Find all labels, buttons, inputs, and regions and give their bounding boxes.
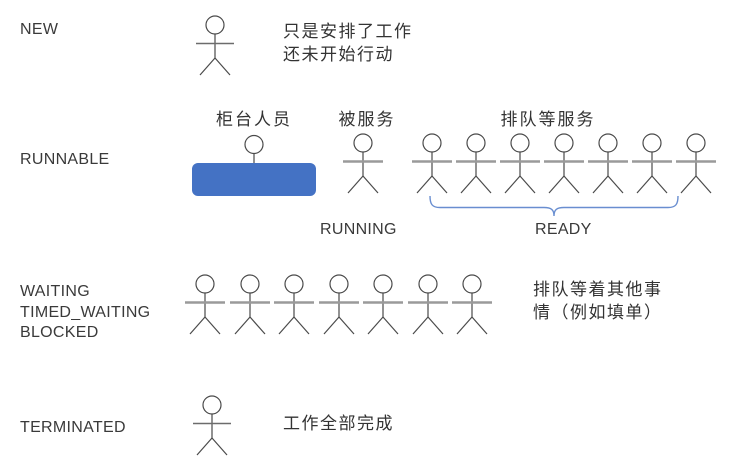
state-label-blocked: BLOCKED — [20, 324, 99, 341]
person-icon — [272, 274, 316, 336]
person-icon — [183, 274, 227, 336]
person-icon — [586, 133, 630, 195]
person-icon — [192, 395, 232, 456]
being-served-label: 被服务 — [338, 110, 396, 129]
person-icon — [317, 274, 360, 336]
terminated-figure-group — [190, 395, 234, 457]
person-icon — [195, 15, 235, 76]
person-icon — [498, 133, 542, 195]
new-description: 只是安排了工作 还未开始行动 — [283, 20, 413, 66]
person-icon — [228, 274, 271, 336]
state-label-waiting: WAITING — [20, 283, 90, 300]
counter-staff-label: 柜台人员 — [216, 110, 292, 129]
person-icon — [410, 133, 454, 195]
person-icon — [542, 133, 586, 195]
terminated-description: 工作全部完成 — [283, 414, 394, 433]
ready-sublabel: READY — [535, 221, 592, 238]
state-label-waiting-group: WAITING TIMED_WAITING BLOCKED — [20, 282, 150, 344]
person-icon — [630, 133, 674, 195]
person-icon — [341, 133, 385, 195]
state-label-terminated: TERMINATED — [20, 419, 126, 436]
new-figure-group — [193, 15, 237, 77]
waiting-description-line2: 情（例如填单） — [533, 303, 663, 322]
waiting-queue-figures — [183, 274, 494, 336]
waiting-description-line1: 排队等着其他事 — [533, 280, 663, 299]
person-icon — [450, 274, 494, 336]
waiting-description: 排队等着其他事 情（例如填单） — [533, 278, 663, 324]
counter-desk — [192, 163, 316, 196]
new-description-line1: 只是安排了工作 — [283, 22, 413, 41]
person-icon — [454, 133, 498, 195]
state-label-timed-waiting: TIMED_WAITING — [20, 303, 151, 321]
counter-clerk-head-icon — [244, 134, 264, 164]
person-icon — [674, 133, 718, 195]
service-queue-figures — [410, 133, 718, 195]
served-figure-group — [341, 133, 385, 195]
queue-for-service-label: 排队等服务 — [500, 110, 596, 129]
person-icon — [406, 274, 449, 336]
ready-group-brace-icon — [429, 195, 679, 217]
state-label-new: NEW — [20, 21, 59, 38]
state-label-runnable: RUNNABLE — [20, 151, 110, 168]
new-description-line2: 还未开始行动 — [283, 45, 394, 64]
running-sublabel: RUNNING — [320, 221, 397, 238]
person-icon — [361, 274, 405, 336]
